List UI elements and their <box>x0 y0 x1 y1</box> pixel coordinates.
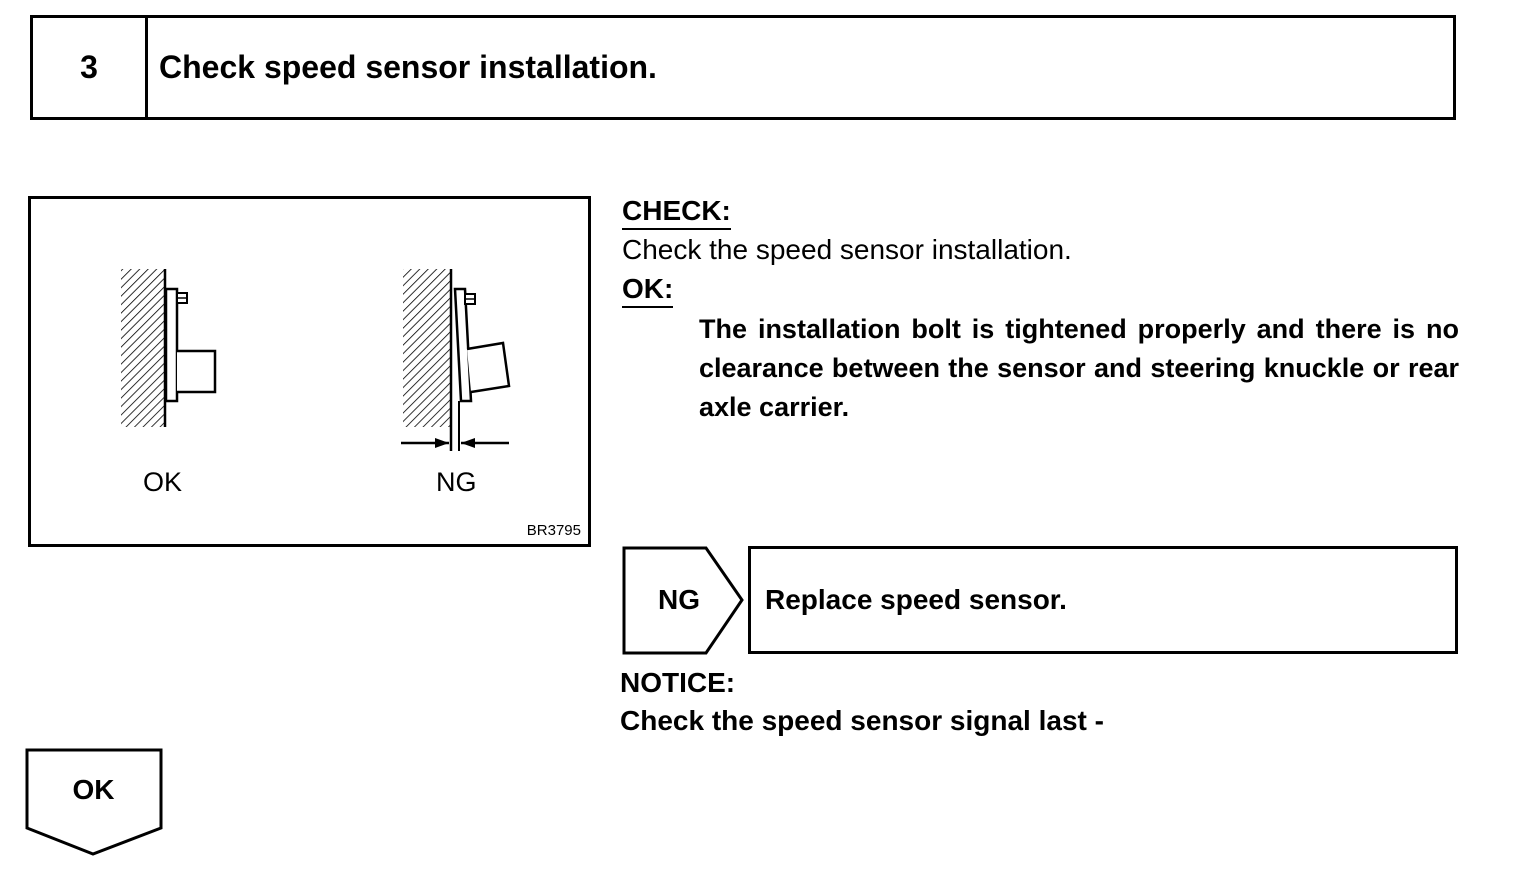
ok-tag-label: OK <box>72 774 115 805</box>
ng-diagram <box>401 269 511 451</box>
figure-code: BR3795 <box>526 522 581 539</box>
ok-sensor-body <box>177 349 217 394</box>
ng-knuckle-hatch <box>403 269 450 427</box>
ok-diagram <box>121 269 217 427</box>
notice-text: Check the speed sensor signal last - <box>620 705 1104 736</box>
check-heading: CHECK: <box>622 194 731 230</box>
ng-action-text: Replace speed sensor. <box>765 584 1067 615</box>
sensor-installation-figure: OK NG BR3795 <box>28 196 591 547</box>
ng-sensor-body <box>466 341 511 394</box>
sensor-illustration <box>121 269 511 451</box>
ng-tag-label: NG <box>658 583 700 615</box>
ng-arrow-tag <box>622 546 744 655</box>
ok-criteria-text: The installation bolt is tightened prope… <box>699 314 1459 422</box>
step-title: Check speed sensor installation. <box>159 49 657 85</box>
ok-heading: OK: <box>622 272 674 308</box>
figure-ng-label: NG <box>436 467 477 497</box>
figure-ok-label: OK <box>143 467 183 497</box>
ng-sensor-flange <box>453 287 473 403</box>
step-header: 3 Check speed sensor installation. <box>30 15 1456 120</box>
ok-arrow-tag <box>25 748 163 856</box>
ok-knuckle-hatch <box>121 269 164 427</box>
step-number: 3 <box>33 18 148 117</box>
ng-action-box: Replace speed sensor. <box>748 546 1458 654</box>
check-text: Check the speed sensor installation. <box>622 234 1072 265</box>
ok-sensor-flange <box>164 287 179 403</box>
notice-heading: NOTICE: <box>620 667 736 698</box>
